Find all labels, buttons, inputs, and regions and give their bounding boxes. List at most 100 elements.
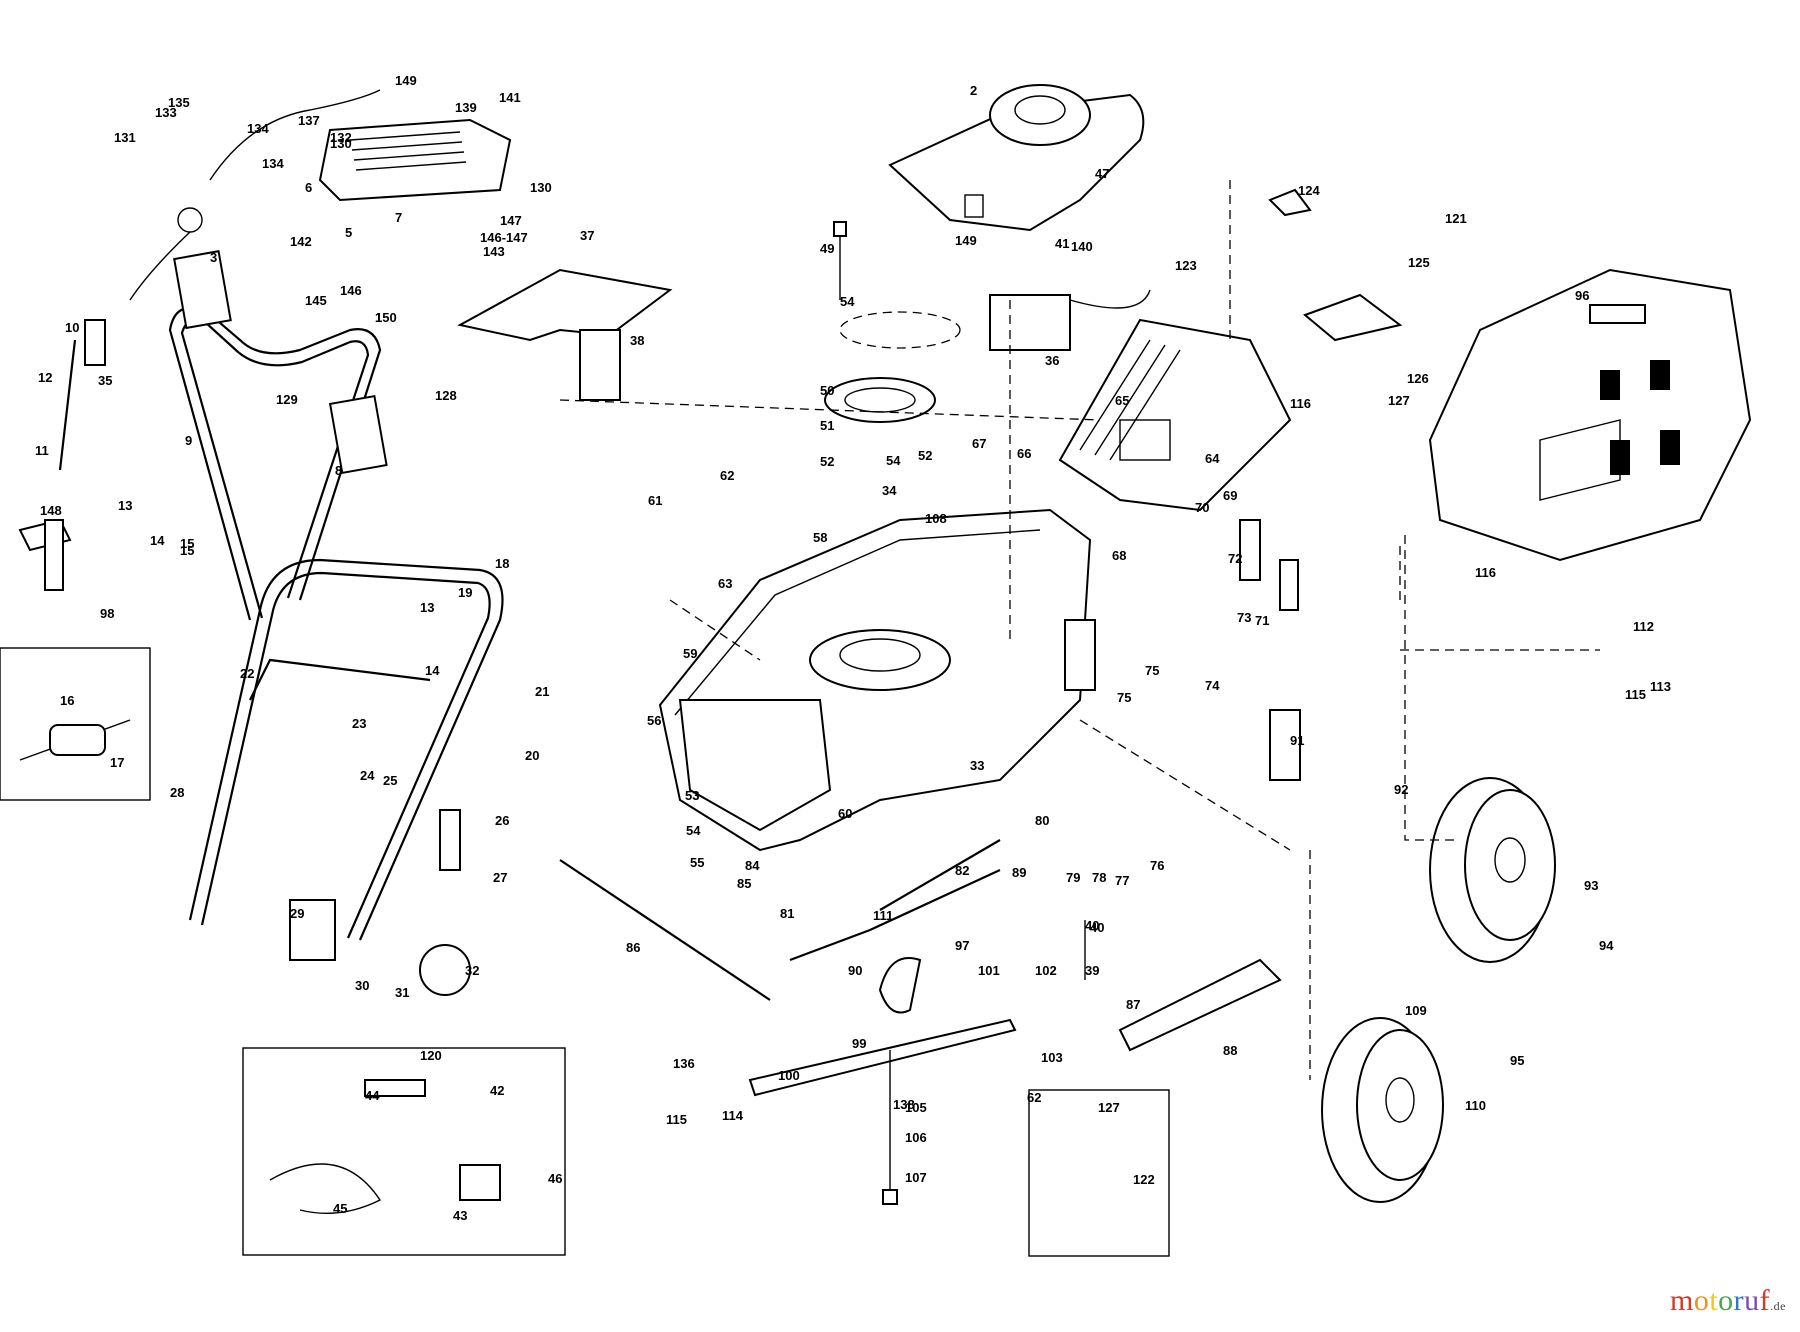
part-number-label: 96 [1575,288,1589,303]
part-number-label: 127 [1098,1100,1120,1115]
part-number-label: 23 [352,716,366,731]
cable-switch-drawing [18,319,106,591]
part-number-label: 61 [648,493,662,508]
part-number-label: 108 [925,511,947,526]
part-number-label: 8 [335,463,342,478]
part-number-label: 81 [780,906,794,921]
part-number-label: 91 [1290,733,1304,748]
part-number-label: 15 [180,536,194,551]
part-number-label: 102 [1035,963,1057,978]
engine-cover-drawing [888,84,1145,232]
part-number-label: 54 [686,823,701,838]
upper-handle-drawing [168,250,388,621]
rear-cover-drawing [1058,318,1292,512]
part-number-label: 32 [465,963,479,978]
part-number-label: 127 [1388,393,1410,408]
part-number-label: 114 [722,1108,744,1123]
part-number-label: 34 [882,483,897,498]
part-number-label: 21 [535,684,549,699]
part-number-label: 42 [490,1083,504,1098]
part-number-label: 7 [395,210,402,225]
part-number-label: 30 [355,978,369,993]
part-number-label: 120 [420,1048,442,1063]
part-number-label: 93 [1584,878,1598,893]
wheel-rear-drawing [1429,777,1556,963]
part-number-label: 143 [483,244,505,259]
part-number-label: 26 [495,813,509,828]
part-number-label: 13 [118,498,132,513]
part-number-label: 128 [435,388,457,403]
part-number-label: 15 [180,543,194,558]
part-number-label: 139 [455,100,477,115]
part-number-label: 122 [1133,1172,1155,1187]
part-number-label: 31 [395,985,409,1000]
part-number-label: 3 [210,250,217,265]
part-number-label: 16 [60,693,74,708]
part-number-label: 89 [1012,865,1026,880]
part-number-label: 107 [905,1170,927,1185]
watermark-letter: t [1709,1284,1719,1317]
part-number-label: 13 [420,600,434,615]
part-number-label: 10 [65,320,79,335]
part-number-label: 51 [820,418,834,433]
part-number-label: 90 [848,963,862,978]
part-number-label: 63 [718,576,732,591]
part-number-label: 55 [690,855,704,870]
part-number-label: 132 [330,130,352,145]
switch-box-drawing [129,89,512,301]
part-number-label: 40 [1085,918,1099,933]
part-number-label: 37 [580,228,594,243]
watermark-letter: o [1693,1284,1710,1317]
part-number-label: 59 [683,646,697,661]
watermark-logo: motoruf.de [1670,1284,1786,1318]
part-number-label: 60 [838,806,852,821]
part-number-label: 17 [110,755,124,770]
part-number-label: 149 [395,73,417,88]
part-number-label: 62 [1027,1090,1041,1105]
part-number-label: 125 [1408,255,1430,270]
part-number-label: 85 [737,876,751,891]
part-number-label: 28 [170,785,184,800]
part-number-label: 95 [1510,1053,1524,1068]
watermark-letter: u [1744,1284,1760,1317]
watermark-letter: o [1718,1284,1734,1317]
part-number-label: 27 [493,870,507,885]
part-number-label: 116 [1290,396,1311,411]
part-number-label: 47 [1095,166,1109,181]
part-number-label: 29 [290,906,304,921]
part-number-label: 124 [1298,183,1320,198]
part-number-label: 88 [1223,1043,1237,1058]
part-number-label: 98 [100,606,114,621]
part-number-label: 43 [453,1208,467,1223]
part-labels: 1235678910111213131414151516171819202122… [35,73,1671,1223]
part-number-label: 45 [333,1201,347,1216]
part-number-label: 138 [893,1097,915,1112]
part-number-label: 121 [1445,211,1467,226]
part-number-label: 64 [1205,451,1220,466]
part-number-label: 24 [360,768,375,783]
part-number-label: 150 [375,310,397,325]
part-number-label: 44 [365,1088,380,1103]
part-number-label: 18 [495,556,509,571]
part-number-label: 9 [185,433,192,448]
part-number-label: 105 [905,1100,927,1115]
part-number-label: 52 [918,448,932,463]
part-number-label: 109 [1405,1003,1427,1018]
inset-box-tools [1028,1089,1170,1257]
part-number-label: 38 [630,333,644,348]
part-number-label: 68 [1112,548,1126,563]
part-number-label: 113 [1650,679,1671,694]
part-number-label: 99 [852,1036,866,1051]
part-number-label: 111 [873,908,893,923]
part-number-label: 106 [905,1130,927,1145]
part-number-label: 14 [425,663,440,678]
part-number-label: 141 [499,90,521,105]
part-number-label: 46 [548,1171,562,1186]
part-number-label: 72 [1228,551,1242,566]
part-number-label: 112 [1633,619,1654,634]
part-number-label: 5 [345,225,352,240]
lower-handle-drawing [188,558,504,996]
part-number-label: 136 [673,1056,695,1071]
part-number-label: 101 [978,963,1000,978]
part-number-label: 54 [840,294,855,309]
